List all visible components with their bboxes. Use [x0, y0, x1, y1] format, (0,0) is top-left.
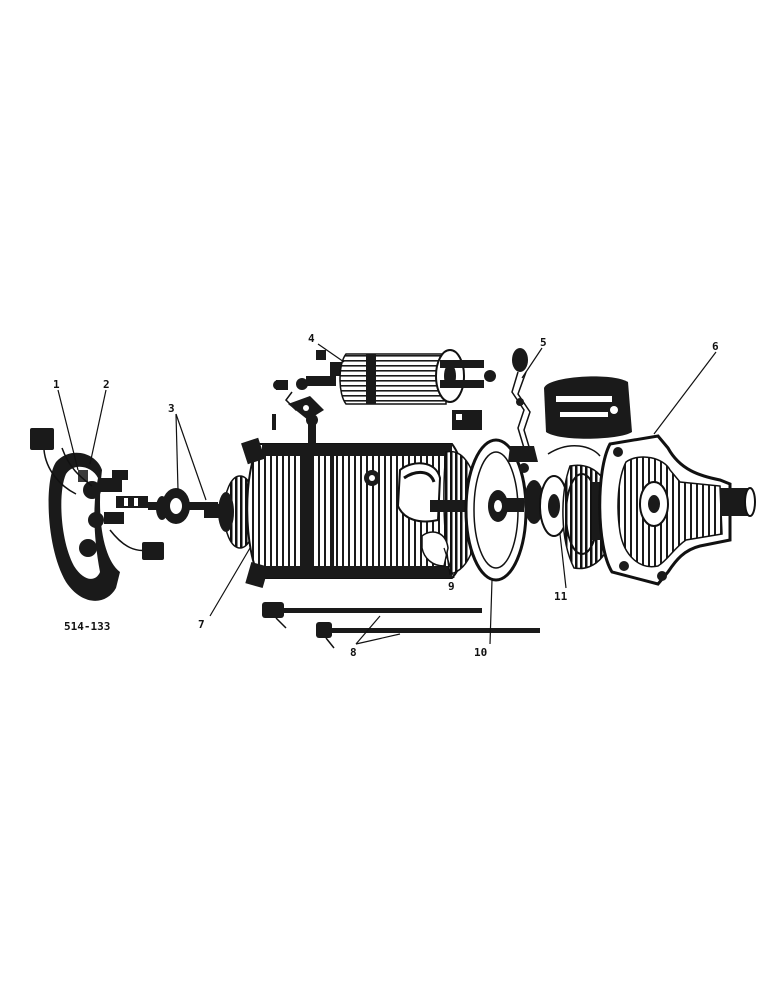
callout-5: 5: [540, 336, 547, 349]
solenoid-switch: [285, 349, 496, 411]
through-bolts: [262, 602, 540, 649]
shift-lever: [508, 348, 538, 473]
leader-lines: [57, 343, 717, 645]
callout-3: 3: [168, 402, 175, 415]
commutator-end-plate: [48, 452, 130, 601]
callout-2: 2: [103, 378, 110, 391]
drive-end-housing: [544, 376, 756, 586]
callout-10: 10: [474, 646, 487, 659]
callout-1: 1: [53, 378, 60, 391]
callout-6: 6: [712, 340, 719, 353]
figure-id: 514-133: [64, 620, 110, 633]
brush-lead-wires: [30, 428, 164, 560]
callout-11: 11: [554, 590, 568, 603]
callout-4: 4: [308, 332, 315, 345]
intermediate-plate: [464, 438, 528, 582]
solenoid-link-bracket: [273, 380, 324, 420]
callout-8: 8: [350, 646, 357, 659]
callout-labels: 1 2 3 4 5 6 7 8 9 10 11: [53, 332, 719, 659]
end-shaft-stub: [116, 496, 148, 508]
callout-7: 7: [198, 618, 205, 631]
terminal-block: [452, 410, 482, 430]
bearing-and-washers: [148, 488, 218, 524]
callout-9: 9: [448, 580, 455, 593]
